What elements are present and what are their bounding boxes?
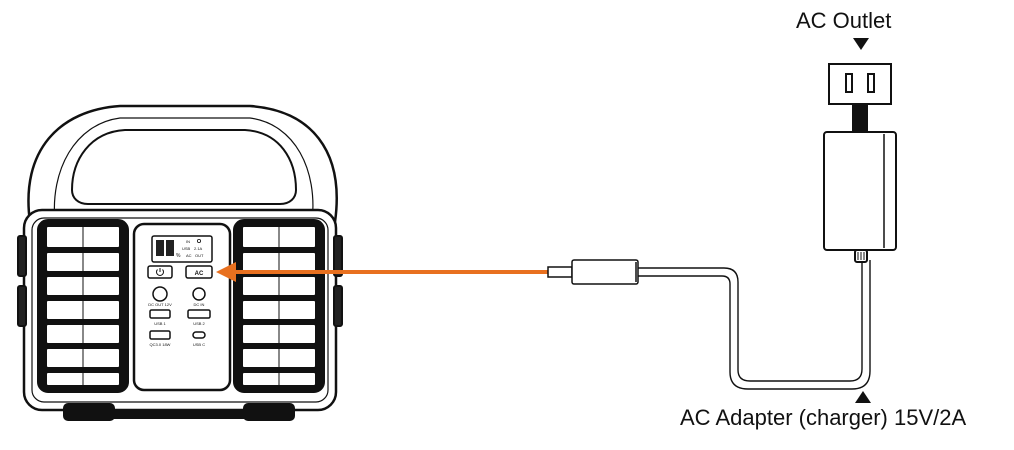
usb1-port[interactable] (149, 309, 171, 319)
adapter-body (823, 131, 897, 251)
down-triangle-icon (853, 38, 869, 50)
ac-adapter-label: AC Adapter (charger) 15V/2A (680, 405, 967, 430)
ac-adapter (823, 103, 897, 263)
ac-outlet (828, 63, 892, 105)
ac-outlet-label: AC Outlet (796, 8, 892, 33)
dc-out-port[interactable] (152, 286, 168, 302)
usb2-label: USB 2 (193, 321, 205, 326)
up-triangle-icon (855, 391, 871, 403)
lcd-out-label: OUT (195, 253, 204, 258)
usb1-label: USB 1 (154, 321, 166, 326)
lcd-ac-label: AC (186, 253, 192, 258)
dc-plug (547, 259, 639, 285)
usb2-port[interactable] (187, 309, 211, 319)
usbc-port[interactable] (192, 331, 206, 339)
control-panel: IN USB 2.1A AC OUT % AC DC OUT 12V DC IN… (132, 222, 232, 392)
lcd-percent-label: % (176, 253, 181, 259)
left-grille (37, 219, 129, 393)
right-grille (233, 219, 325, 393)
power-button[interactable] (147, 265, 173, 279)
dc-in-label: DC IN (194, 302, 205, 307)
charger-cable (638, 260, 871, 390)
ac-button[interactable]: AC (185, 265, 213, 279)
charging-arrow (216, 262, 548, 282)
lcd-in-label: IN (186, 239, 190, 244)
power-icon (156, 268, 164, 276)
qc-label: QC3.0 18W (150, 342, 171, 347)
ac-button-label: AC (195, 271, 204, 277)
dc-out-label: DC OUT 12V (148, 302, 172, 307)
dc-in-port[interactable] (192, 287, 206, 301)
lcd-usb-label: USB (182, 246, 191, 251)
qc-port[interactable] (149, 330, 171, 340)
lcd-value-label: 2.1A (194, 246, 203, 251)
arrow-head-icon (216, 262, 236, 282)
usbc-label: USB C (193, 342, 205, 347)
handle-opening (70, 129, 298, 205)
